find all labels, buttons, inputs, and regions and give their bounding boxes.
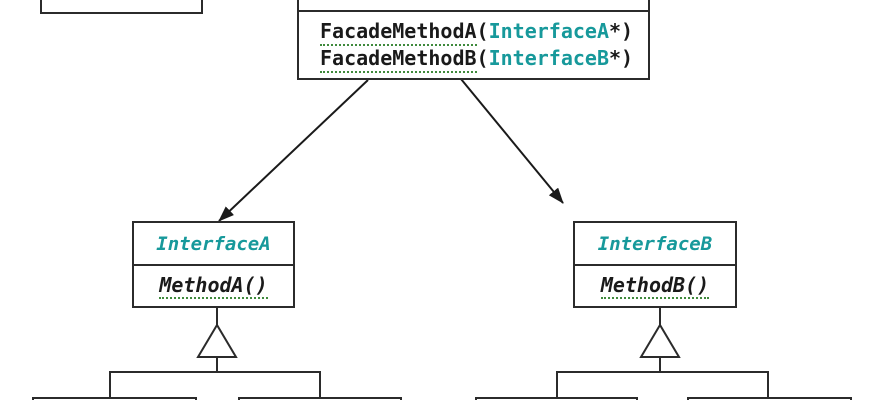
facade-methods-compartment: FacadeMethodA(InterfaceA*) FacadeMethodB…	[299, 12, 648, 73]
subclass-box-a1	[32, 397, 197, 400]
partial-class-box-top-left	[40, 0, 203, 14]
param-type: InterfaceA	[488, 19, 610, 43]
subclass-box-b2	[687, 397, 852, 400]
interface-title: InterfaceA	[134, 223, 293, 266]
interface-b-box: InterfaceB MethodB()	[573, 221, 737, 308]
paren: *)	[609, 46, 634, 70]
generalization-triangle-left	[196, 323, 238, 358]
interface-a-box: InterfaceA MethodA()	[132, 221, 295, 308]
paren: (	[476, 46, 489, 70]
interface-title: InterfaceB	[575, 223, 735, 266]
subclass-box-a2	[238, 397, 402, 400]
interface-method: MethodA()	[159, 273, 268, 299]
facade-method-line: FacadeMethodB(InterfaceB*)	[320, 46, 648, 73]
facade-class-box: FacadeMethodA(InterfaceA*) FacadeMethodB…	[297, 0, 650, 80]
dependency-arrow-to-interface-a	[218, 79, 369, 222]
dependency-arrow-to-interface-b	[460, 78, 564, 204]
interface-method: MethodB()	[600, 273, 710, 299]
subclass-box-b1	[475, 397, 638, 400]
interface-method-compartment: MethodA()	[134, 266, 293, 306]
facade-method-line: FacadeMethodA(InterfaceA*)	[320, 19, 648, 46]
param-type: InterfaceB	[488, 46, 610, 70]
method-name: FacadeMethodA	[320, 19, 477, 46]
method-name: FacadeMethodB	[320, 46, 477, 73]
paren: (	[476, 19, 489, 43]
facade-name-compartment	[299, 0, 648, 12]
paren: *)	[609, 19, 634, 43]
interface-method-compartment: MethodB()	[575, 266, 735, 306]
generalization-triangle-right	[639, 323, 681, 358]
